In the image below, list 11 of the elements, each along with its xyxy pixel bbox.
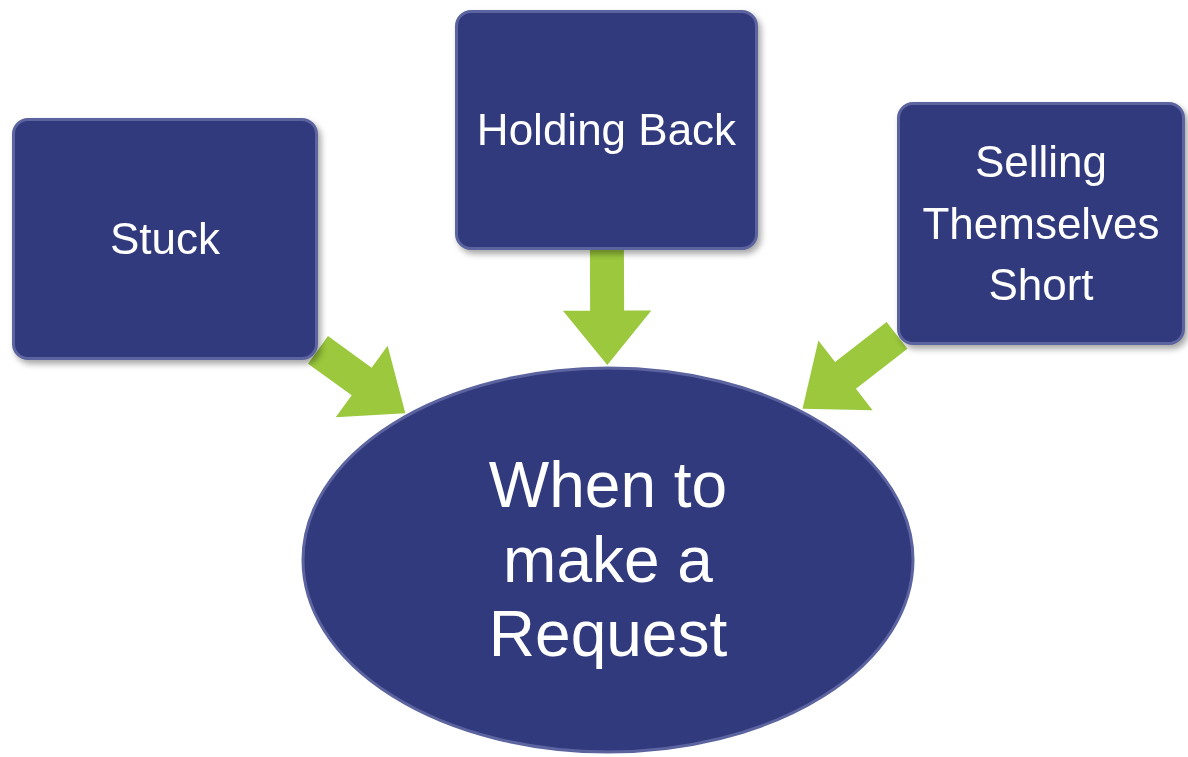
node-text: Holding Back (476, 104, 737, 157)
arrow (562, 249, 652, 365)
rounded-box (455, 10, 758, 250)
node-text: Stuck (109, 213, 220, 266)
rounded-box (897, 102, 1185, 345)
node-text: Selling Themselves Short (921, 136, 1161, 312)
arrow (308, 336, 406, 418)
ellipse-node (300, 365, 916, 755)
node-text: When to make a Request (487, 447, 729, 673)
rounded-box (12, 118, 318, 360)
arrow (802, 322, 908, 411)
